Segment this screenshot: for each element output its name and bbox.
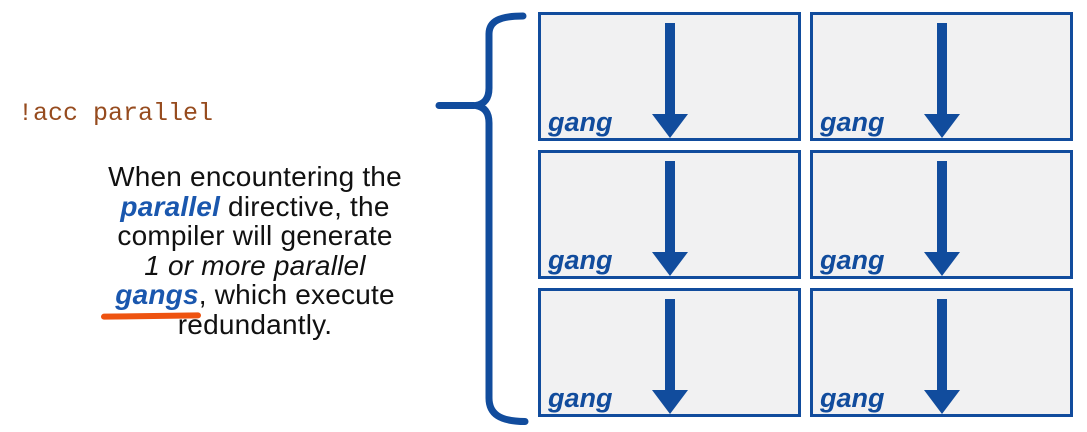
orange-underline bbox=[101, 311, 202, 320]
gangs-keyword: gangs bbox=[115, 279, 199, 310]
gang-label: gang bbox=[548, 245, 613, 275]
gangs-keyword-wrap: gangs bbox=[101, 279, 202, 320]
acc-parallel-code: !acc parallel bbox=[18, 99, 214, 128]
gang-box-4: gang bbox=[810, 150, 1073, 279]
gang-box-5: gang bbox=[538, 288, 801, 417]
description-line6: redundantly. bbox=[177, 308, 333, 340]
description-line4: 1 or more parallel bbox=[144, 249, 366, 281]
down-arrow-icon bbox=[923, 299, 960, 414]
description-line3: compiler will generate bbox=[117, 220, 393, 251]
down-arrow-icon bbox=[923, 23, 960, 138]
parallel-keyword: parallel bbox=[120, 190, 221, 222]
gang-label: gang bbox=[820, 107, 885, 137]
description-line5-rest: , which execute bbox=[198, 279, 395, 310]
gang-label: gang bbox=[820, 245, 885, 275]
description-line1: When encountering the bbox=[108, 161, 402, 192]
gang-box-2: gang bbox=[810, 12, 1073, 141]
gang-label: gang bbox=[820, 383, 885, 413]
description-text: When encountering the parallel directive… bbox=[39, 162, 471, 339]
down-arrow-icon bbox=[651, 161, 688, 276]
gang-label: gang bbox=[548, 383, 613, 413]
gang-label: gang bbox=[548, 107, 613, 137]
down-arrow-icon bbox=[923, 161, 960, 276]
gang-box-6: gang bbox=[810, 288, 1073, 417]
left-curly-brace-icon bbox=[435, 12, 529, 425]
brace-path bbox=[472, 12, 529, 425]
down-arrow-icon bbox=[651, 299, 688, 414]
down-arrow-icon bbox=[651, 23, 688, 138]
gang-box-1: gang bbox=[538, 12, 801, 141]
gang-box-3: gang bbox=[538, 150, 801, 279]
description-line2-rest: directive, the bbox=[220, 190, 390, 222]
